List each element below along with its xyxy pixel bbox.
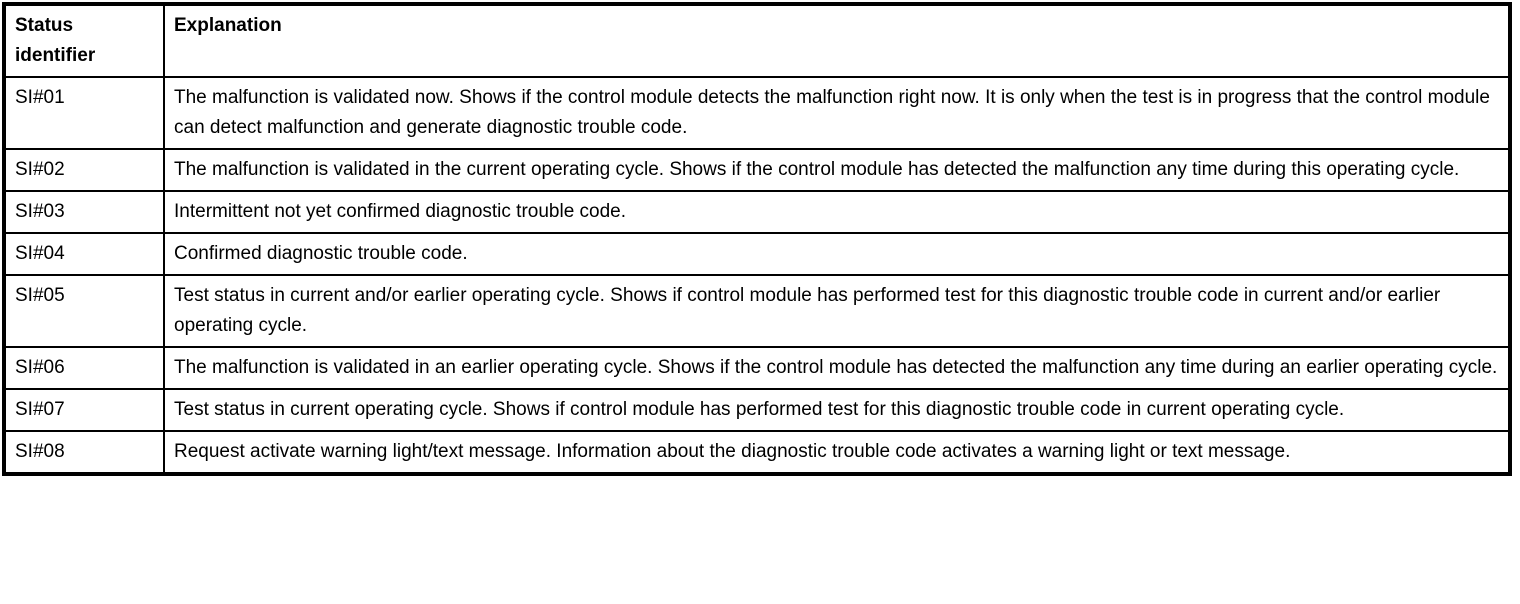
explanation-header: Explanation xyxy=(163,3,1511,78)
status-identifier-table: Status identifier Explanation SI#01 The … xyxy=(2,2,1512,476)
status-identifier-cell: SI#04 xyxy=(3,232,165,276)
table-row: SI#04 Confirmed diagnostic trouble code. xyxy=(3,232,1511,276)
explanation-cell: Test status in current operating cycle. … xyxy=(163,388,1511,432)
status-identifier-cell: SI#02 xyxy=(3,148,165,192)
explanation-cell: Request activate warning light/text mess… xyxy=(163,430,1511,475)
table-row: SI#03 Intermittent not yet confirmed dia… xyxy=(3,190,1511,234)
table-row: SI#08 Request activate warning light/tex… xyxy=(3,430,1511,475)
explanation-cell: Test status in current and/or earlier op… xyxy=(163,274,1511,348)
status-identifier-cell: SI#08 xyxy=(3,430,165,475)
table-row: SI#05 Test status in current and/or earl… xyxy=(3,274,1511,348)
table-row: SI#07 Test status in current operating c… xyxy=(3,388,1511,432)
status-identifier-header: Status identifier xyxy=(3,3,165,78)
explanation-cell: Confirmed diagnostic trouble code. xyxy=(163,232,1511,276)
explanation-cell: The malfunction is validated now. Shows … xyxy=(163,76,1511,150)
table-row: SI#02 The malfunction is validated in th… xyxy=(3,148,1511,192)
explanation-header-label: Explanation xyxy=(174,15,282,36)
explanation-cell: The malfunction is validated in the curr… xyxy=(163,148,1511,192)
status-identifier-cell: SI#05 xyxy=(3,274,165,348)
status-identifier-header-label: Status identifier xyxy=(15,15,96,66)
explanation-cell: The malfunction is validated in an earli… xyxy=(163,346,1511,390)
status-identifier-cell: SI#03 xyxy=(3,190,165,234)
table-header-row: Status identifier Explanation xyxy=(3,3,1511,78)
table-row: SI#06 The malfunction is validated in an… xyxy=(3,346,1511,390)
status-identifier-cell: SI#07 xyxy=(3,388,165,432)
status-identifier-cell: SI#06 xyxy=(3,346,165,390)
document-page: Status identifier Explanation SI#01 The … xyxy=(2,2,1512,476)
explanation-cell: Intermittent not yet confirmed diagnosti… xyxy=(163,190,1511,234)
status-identifier-cell: SI#01 xyxy=(3,76,165,150)
table-row: SI#01 The malfunction is validated now. … xyxy=(3,76,1511,150)
